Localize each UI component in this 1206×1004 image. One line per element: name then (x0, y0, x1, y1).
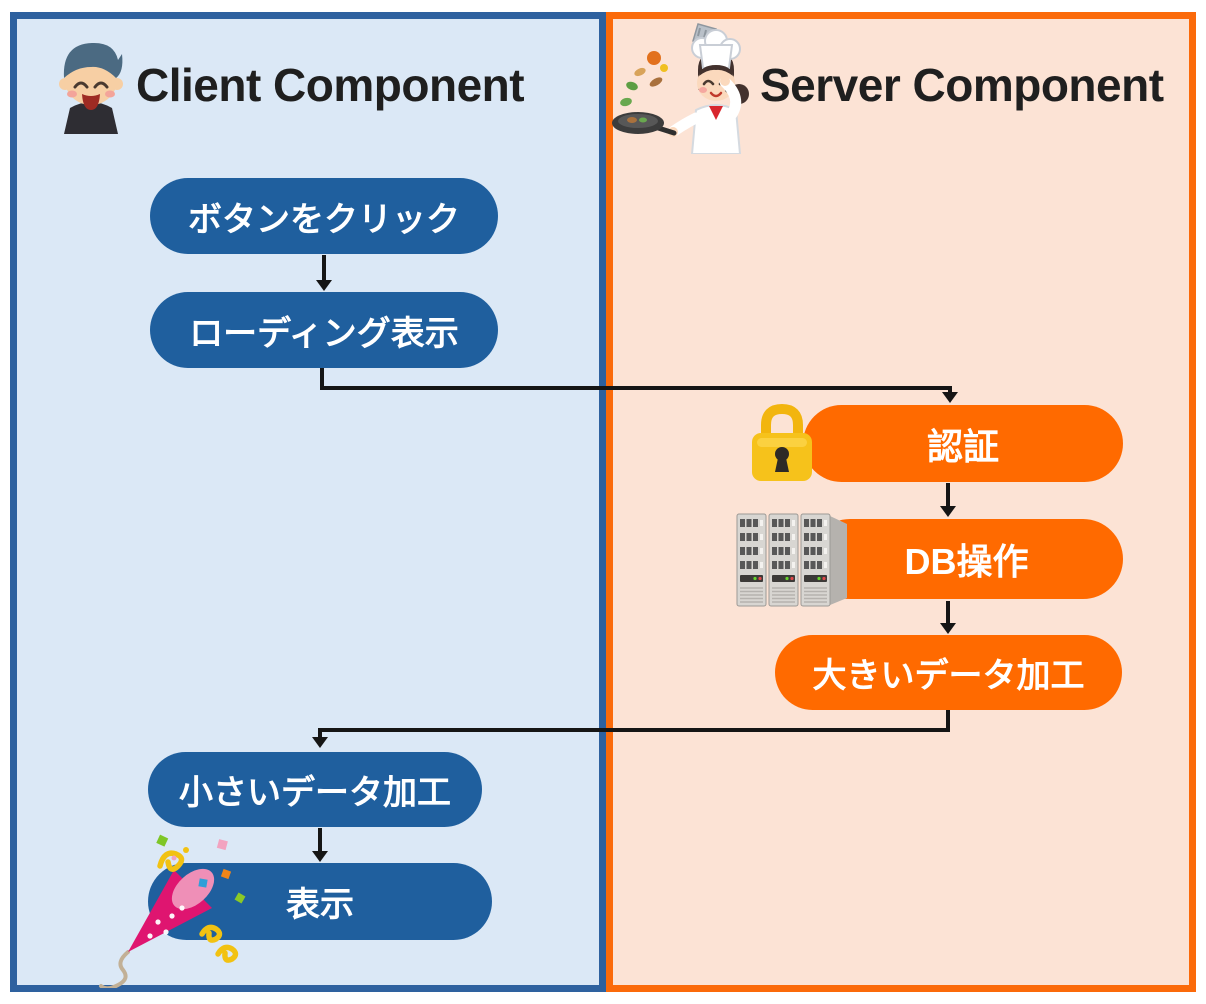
node-button-click: ボタンをクリック (150, 178, 498, 254)
client-panel (10, 12, 606, 992)
client-panel-title: Client Component (136, 59, 525, 111)
node-loading: ローディング表示 (150, 292, 498, 368)
server-rack-icon (736, 513, 847, 607)
lock-icon (752, 403, 812, 481)
server-panel (606, 12, 1196, 992)
node-small-data: 小さいデータ加工 (148, 752, 482, 827)
server-panel-title: Server Component (760, 59, 1164, 111)
node-db: DB操作 (810, 519, 1123, 599)
node-big-data: 大きいデータ加工 (775, 635, 1122, 710)
person-icon (59, 42, 123, 134)
node-auth: 認証 (803, 405, 1123, 482)
chef-icon (612, 23, 749, 154)
party-popper-icon (99, 834, 246, 988)
